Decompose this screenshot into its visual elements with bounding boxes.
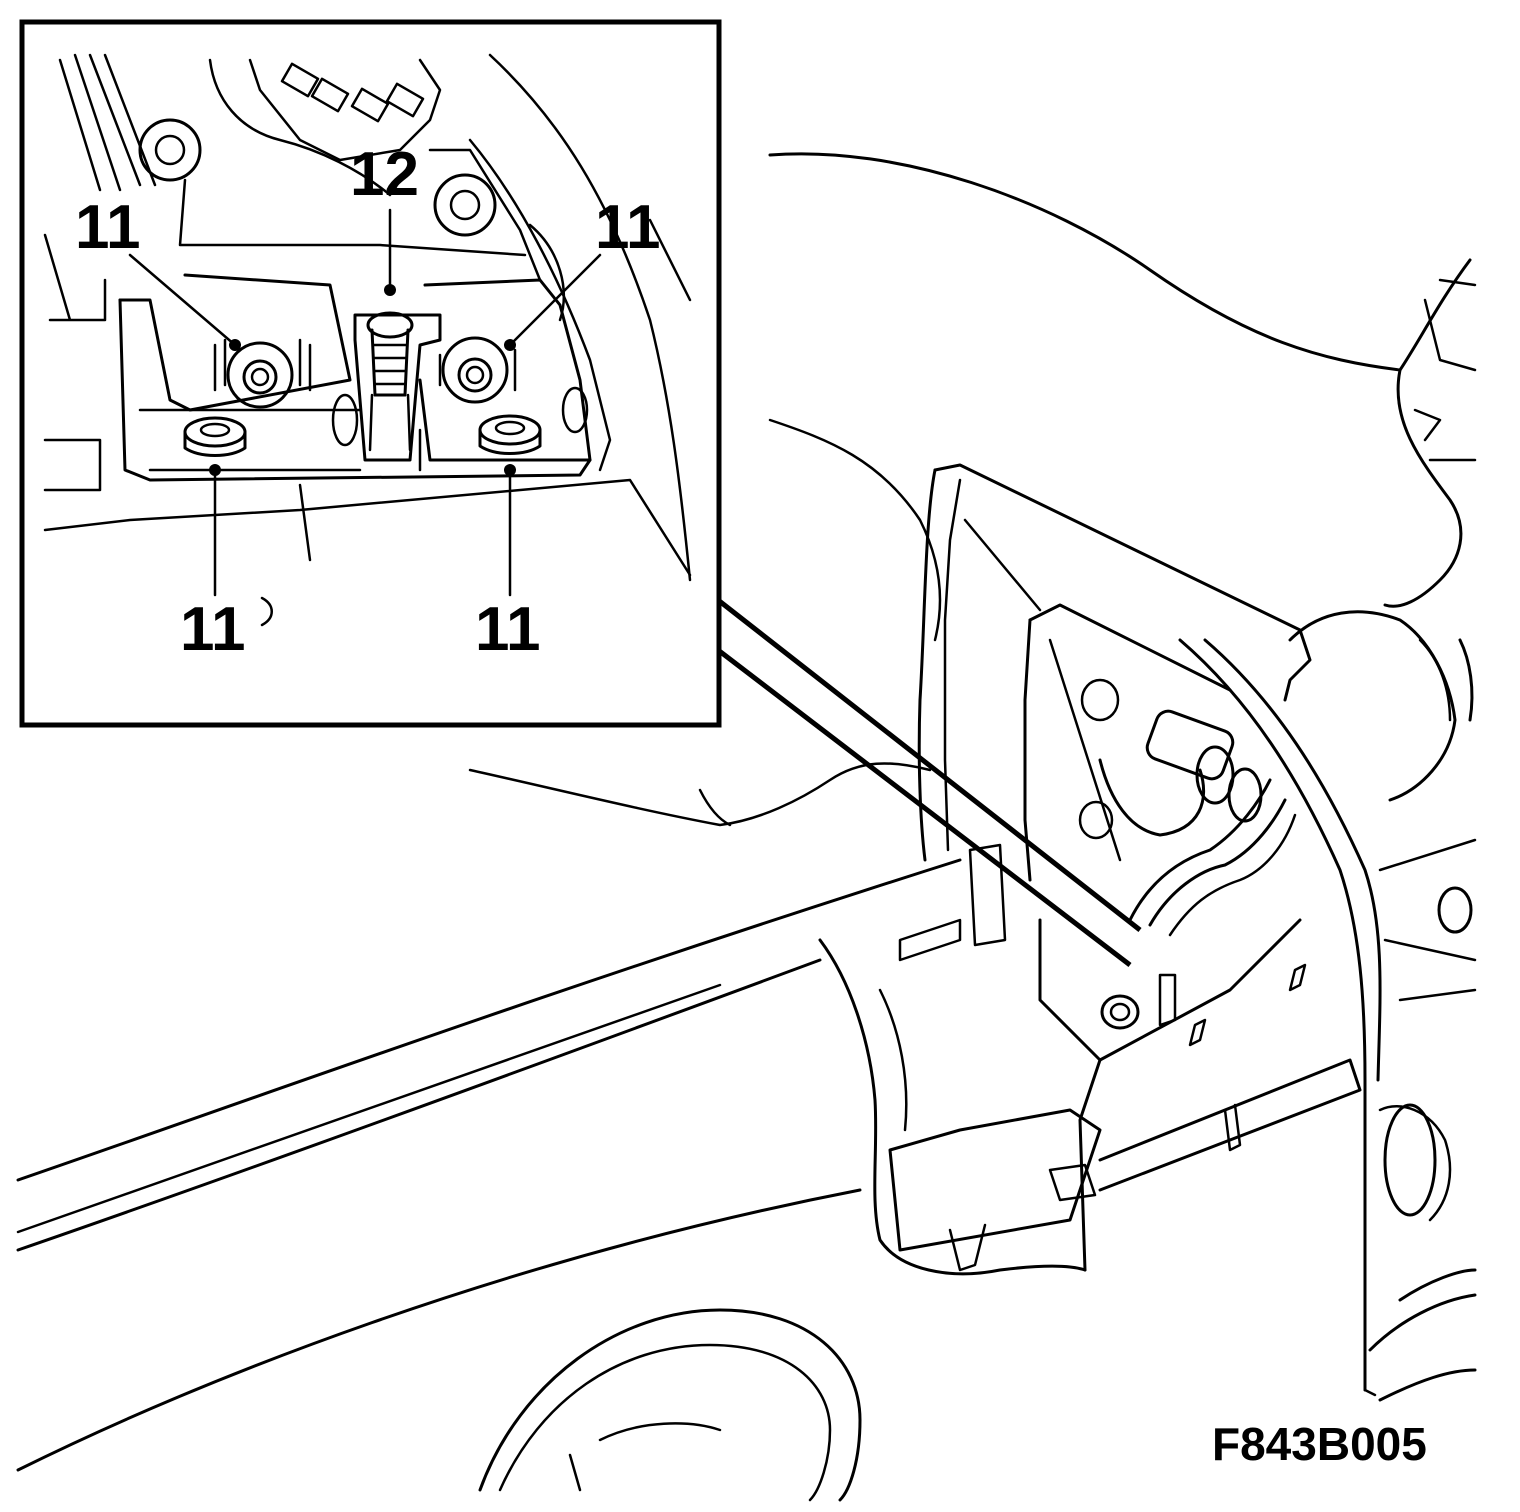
inset-frame <box>19 19 722 728</box>
callout-11-top-right: 11 <box>595 193 661 262</box>
steering-wheel-hub <box>478 1308 862 1502</box>
callout-12: 12 <box>350 140 419 209</box>
electrical-connector <box>1145 709 1235 781</box>
routing-cable <box>1178 638 1367 1392</box>
console-trim-line <box>768 418 942 642</box>
callout-11-bottom-left: 11 <box>180 595 246 664</box>
steering-column-upper-edge <box>16 858 962 1182</box>
inset-detail: 11 12 11 11 11 <box>19 19 722 728</box>
callout-leaders <box>128 208 602 597</box>
switch-housing <box>933 463 1312 702</box>
dashboard-upper-edge <box>768 152 1472 372</box>
washer-11-bottom-right <box>478 414 542 455</box>
dashboard-right-panel <box>1383 368 1463 608</box>
screw-12 <box>366 311 414 452</box>
washer-11-bottom-left <box>183 416 247 457</box>
steering-column-lower-edge <box>16 1188 862 1472</box>
figure-code: F843B005 <box>1212 1418 1427 1470</box>
bracket-right <box>418 278 592 462</box>
nut-11-top-right <box>441 336 509 404</box>
inset-leader-lines <box>716 598 1142 967</box>
callout-11-top-left: 11 <box>75 193 141 262</box>
callout-11-bottom-right: 11 <box>475 595 541 664</box>
nut-11-top-left <box>226 341 294 409</box>
wiring-harness <box>1128 778 1272 922</box>
main-view <box>16 152 1477 1502</box>
mounting-screw <box>1100 994 1140 1030</box>
